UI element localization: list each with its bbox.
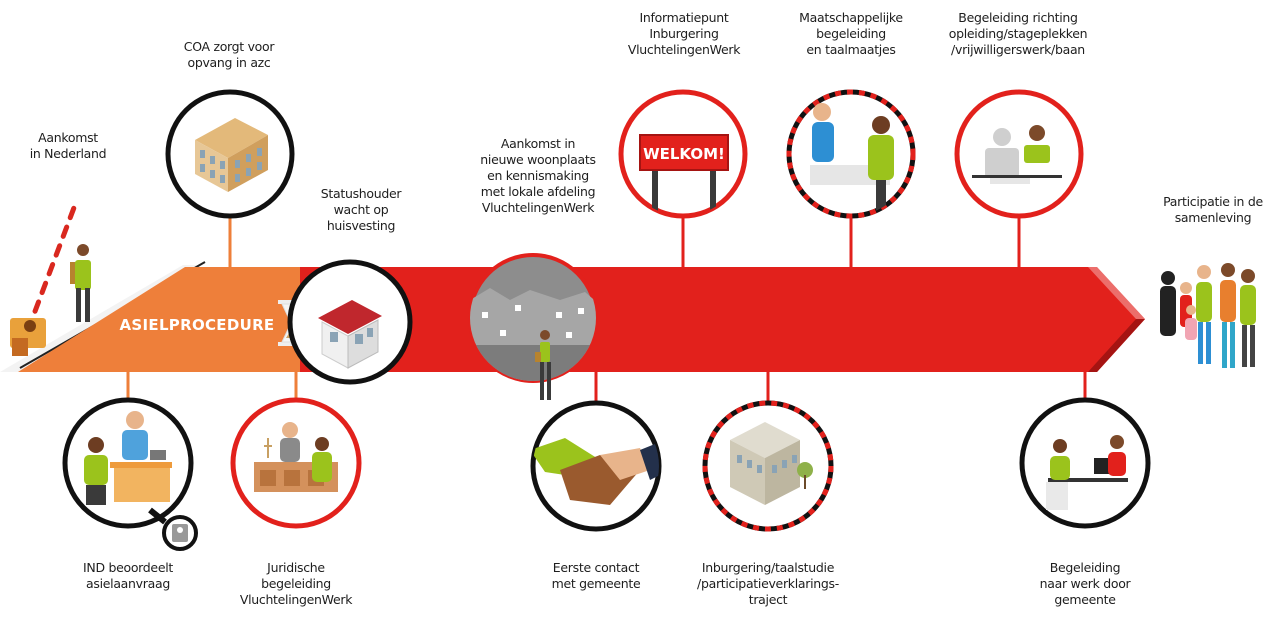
inburgering-circle xyxy=(702,400,834,532)
werk-circle xyxy=(1019,397,1151,529)
community-group-icon xyxy=(1160,263,1256,368)
ind-circle xyxy=(62,397,198,551)
maatschappelijke-circle xyxy=(786,89,916,219)
magnifier-icon xyxy=(148,507,198,551)
interview-icon xyxy=(84,411,172,505)
meeting-icon xyxy=(810,103,894,216)
label-inburgering: Inburgering/taalstudie/participatieverkl… xyxy=(697,560,839,607)
eerste-contact-circle xyxy=(530,400,662,532)
coa-circle xyxy=(165,89,295,219)
court-icon xyxy=(254,422,338,492)
border-barrier-icon xyxy=(10,201,79,356)
town-icon xyxy=(470,288,596,381)
connectors xyxy=(126,216,1087,403)
asielprocedure-label: ASIELPROCEDURE xyxy=(120,316,275,334)
handshake-icon xyxy=(533,438,659,505)
house-circle xyxy=(287,259,413,385)
welkom-circle: WELKOM! xyxy=(618,89,748,219)
study-icon xyxy=(972,125,1062,184)
welkom-sign-icon: WELKOM! xyxy=(639,134,729,216)
house-icon xyxy=(318,300,382,369)
opleiding-circle xyxy=(954,89,1084,219)
juridische-circle xyxy=(230,397,362,529)
building-icon xyxy=(195,118,268,192)
town-circle xyxy=(468,253,598,400)
school-building-icon xyxy=(730,422,813,505)
arriving-person-icon xyxy=(70,244,91,322)
walking-person-icon xyxy=(535,330,551,400)
welkom-text: WELKOM! xyxy=(643,145,725,163)
job-interview-icon xyxy=(1046,435,1128,510)
